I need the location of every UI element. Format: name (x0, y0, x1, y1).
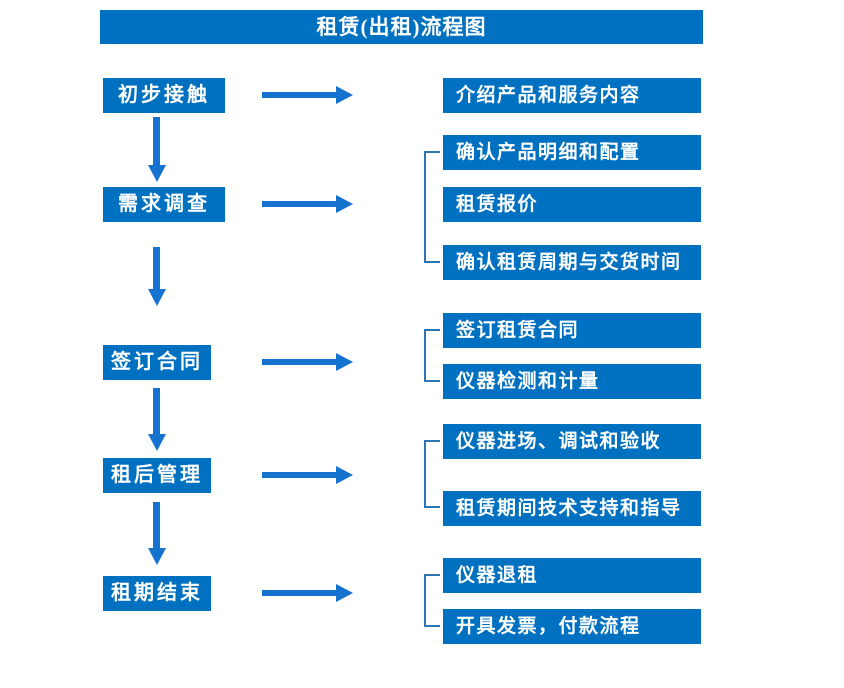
right-arrow-post-rental (262, 472, 336, 478)
down-arrow-2 (153, 247, 160, 289)
detail-box-confirm-product-config: 确认产品明细和配置 (443, 135, 701, 170)
bracket-sign-contract-group (424, 329, 440, 382)
flowchart-title: 租赁(出租)流程图 (100, 10, 703, 44)
step-box-sign-contract: 签订合同 (103, 345, 211, 380)
right-arrow-sign-contract (262, 359, 336, 365)
detail-box-confirm-period-delivery: 确认租赁周期与交货时间 (443, 245, 701, 280)
detail-box-technical-support: 租赁期间技术支持和指导 (443, 491, 701, 526)
step-box-initial-contact: 初步接触 (103, 78, 225, 113)
step-box-post-rental-management: 租后管理 (103, 458, 211, 493)
detail-box-sign-rental-contract: 签订租赁合同 (443, 313, 701, 348)
detail-box-instrument-testing: 仪器检测和计量 (443, 364, 701, 399)
step-box-demand-survey: 需求调查 (103, 187, 225, 222)
right-arrow-initial-contact (262, 92, 336, 98)
detail-box-rental-quotation: 租赁报价 (443, 187, 701, 222)
down-arrow-1 (153, 117, 160, 165)
right-arrow-demand-survey (262, 201, 336, 207)
right-arrow-rental-end (262, 590, 336, 596)
bracket-post-rental-group (424, 440, 440, 508)
detail-box-instrument-acceptance: 仪器进场、调试和验收 (443, 424, 701, 459)
down-arrow-4 (153, 502, 160, 548)
bracket-demand-survey-group (424, 151, 440, 263)
down-arrow-3 (153, 388, 160, 434)
bracket-rental-end-group (424, 574, 440, 627)
detail-box-instrument-return: 仪器退租 (443, 558, 701, 593)
step-box-rental-end: 租期结束 (103, 576, 211, 611)
detail-box-invoice-payment: 开具发票，付款流程 (443, 609, 701, 644)
detail-box-introduce-products: 介绍产品和服务内容 (443, 78, 701, 113)
